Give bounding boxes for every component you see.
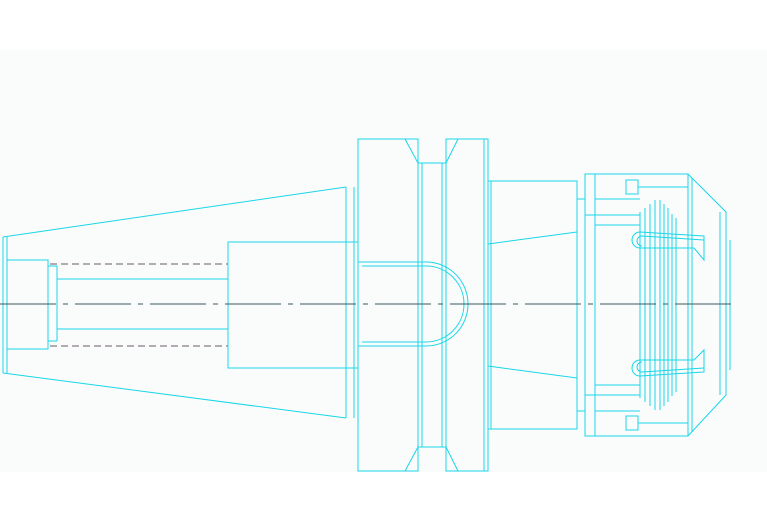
hidden-bore-lines (50, 263, 228, 347)
collet-rings (585, 200, 677, 410)
inner-cylinder (227, 241, 359, 369)
flange (357, 138, 489, 472)
clamping-nut (576, 173, 731, 437)
collet-body (487, 180, 578, 430)
collet-slots (631, 231, 705, 377)
drawing-area (0, 50, 767, 472)
taper-shank (2, 186, 355, 419)
retention-end (6, 259, 228, 350)
